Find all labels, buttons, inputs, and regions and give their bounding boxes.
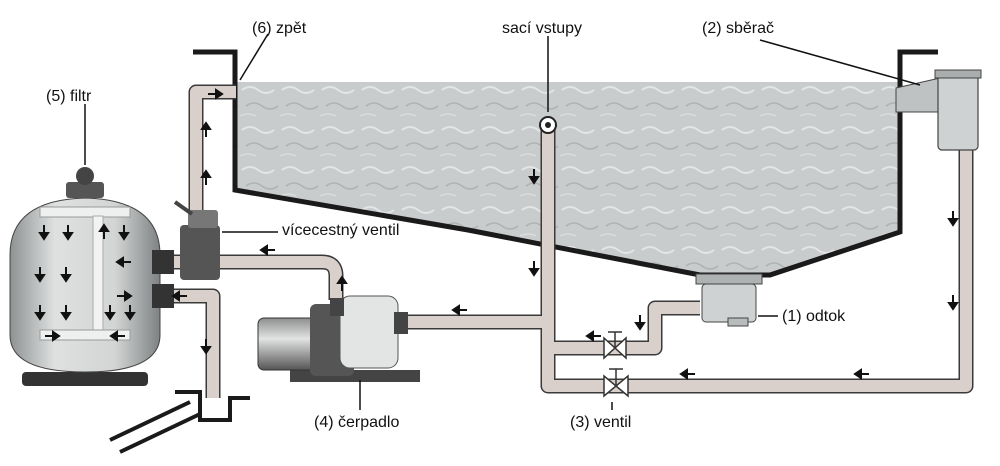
flow-arrow-icon	[200, 169, 212, 185]
flow-arrow-icon	[60, 305, 72, 321]
flow-arrow-icon	[200, 339, 212, 355]
pipe-network	[160, 84, 974, 398]
label-suction-inlets: sací vstupy	[502, 20, 583, 37]
flow-arrow-icon	[60, 267, 72, 283]
flow-arrow-icon	[947, 295, 959, 311]
flow-arrow-icon	[62, 225, 74, 241]
valve-icon	[603, 331, 629, 398]
flow-arrow-icon	[634, 315, 646, 331]
intake-pipe	[109, 390, 250, 454]
flow-arrow-icon	[124, 305, 136, 321]
flow-arrow-icon	[109, 330, 125, 342]
flow-arrow-icon	[336, 275, 348, 291]
flow-arrow-icon	[528, 261, 540, 277]
label-drain: (1) odtok	[782, 308, 846, 325]
flow-arrow-icon	[528, 169, 540, 185]
flow-arrow-icon	[679, 368, 695, 380]
flow-arrow-icon	[853, 368, 869, 380]
flow-arrow-icon	[38, 225, 50, 241]
multiport-valve-icon	[173, 200, 220, 280]
label-multiport-valve: vícecestný ventil	[282, 222, 400, 239]
label-return: (6) zpět	[252, 20, 307, 37]
flow-arrow-icon	[451, 304, 467, 316]
flow-arrow-icon	[34, 305, 46, 321]
filter-tank	[9, 167, 174, 386]
label-valve: (3) ventil	[570, 414, 632, 431]
flow-arrow-icon	[34, 267, 46, 283]
label-pump: (4) čerpadlo	[314, 414, 400, 431]
flow-arrow-icon	[171, 290, 187, 302]
skimmer-icon	[895, 69, 982, 151]
drain-icon	[695, 273, 763, 327]
flow-arrows	[34, 88, 959, 380]
flow-arrow-icon	[947, 211, 959, 227]
label-filter: (5) filtr	[46, 88, 92, 105]
flow-arrow-icon	[115, 256, 131, 268]
flow-arrow-icon	[98, 223, 110, 239]
flow-arrow-icon	[45, 330, 61, 342]
flow-arrow-icon	[104, 305, 116, 321]
flow-arrow-icon	[259, 244, 275, 256]
flow-arrow-icon	[208, 88, 224, 100]
flow-arrow-icon	[117, 290, 133, 302]
flow-arrow-icon	[585, 330, 601, 342]
label-skimmer: (2) sběrač	[702, 20, 775, 37]
pump-motor-icon	[257, 295, 420, 382]
pool	[193, 49, 938, 278]
flow-arrow-icon	[118, 225, 130, 241]
flow-arrow-icon	[200, 121, 212, 137]
leader-lines	[84, 33, 921, 410]
